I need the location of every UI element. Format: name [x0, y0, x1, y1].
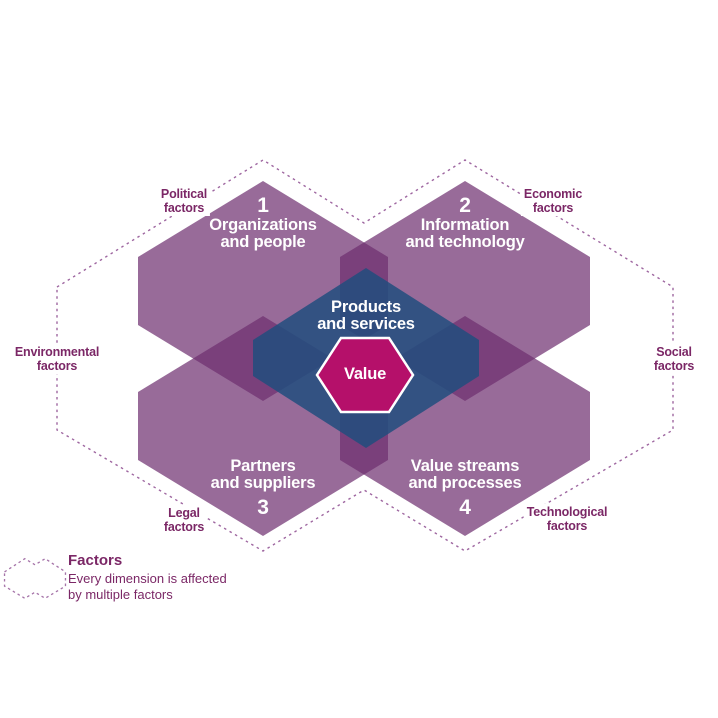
dimension-1-name-line1: Organizations: [209, 216, 317, 234]
dimension-4-number: 4: [459, 496, 471, 519]
legend-description: Every dimension is affected by multiple …: [68, 571, 227, 602]
products-line2: and services: [317, 314, 415, 333]
legend-hexagon-icon: [3, 557, 67, 600]
legend-line2: by multiple factors: [68, 586, 173, 602]
dimension-2-name-line2: and technology: [405, 232, 525, 251]
factor-legal-line1: Legal: [168, 506, 200, 520]
dimension-3-name-line1: Partners: [230, 457, 296, 475]
value-label: Value: [344, 366, 386, 383]
factor-political: Political factors: [157, 186, 211, 216]
factor-legal-line2: factors: [163, 520, 205, 534]
dimension-1-number: 1: [257, 194, 269, 217]
factor-environmental-line1: Environmental: [14, 345, 100, 359]
dimension-4-name-line2: and processes: [408, 473, 522, 492]
legend-line1: Every dimension is affected: [68, 571, 227, 586]
dimension-2-name-line1: Information: [420, 216, 510, 234]
factors-dashed-outline: [56, 159, 674, 552]
factor-social: Social factors: [650, 344, 698, 374]
dimension-2-number: 2: [459, 194, 471, 217]
factor-technological-line2: factors: [546, 519, 588, 533]
dimension-2-label: 2 Information and technology: [405, 195, 524, 250]
factor-economic: Economic factors: [520, 186, 586, 216]
factor-technological-line1: Technological: [526, 505, 608, 519]
products-line1: Products: [331, 298, 401, 316]
products-services-label: Products and services: [317, 299, 415, 332]
factor-technological: Technological factors: [523, 504, 611, 534]
factor-legal: Legal factors: [160, 505, 208, 535]
dimension-4-label: Value streams and processes 4: [409, 458, 522, 519]
dimension-3-number: 3: [257, 496, 269, 519]
dimension-1-label: 1 Organizations and people: [209, 194, 317, 251]
factor-environmental: Environmental factors: [11, 344, 103, 374]
value-text: Value: [343, 365, 387, 383]
factor-economic-line1: Economic: [523, 187, 583, 201]
factor-political-line2: factors: [163, 201, 205, 215]
factor-economic-line2: factors: [532, 201, 574, 215]
dimension-3-label: Partners and suppliers 3: [211, 458, 316, 519]
legend-title: Factors: [68, 552, 123, 569]
factor-social-line1: Social: [656, 345, 692, 359]
dimension-3-name-line2: and suppliers: [210, 473, 316, 492]
factor-social-line2: factors: [653, 359, 695, 373]
legend-hexagon-outline: [3, 557, 67, 600]
dimension-4-name-line1: Value streams: [410, 457, 520, 475]
factor-environmental-line2: factors: [36, 359, 78, 373]
factor-political-line1: Political: [160, 187, 208, 201]
value-hexagon: [315, 336, 415, 414]
dimension-1-name-line2: and people: [220, 232, 306, 251]
